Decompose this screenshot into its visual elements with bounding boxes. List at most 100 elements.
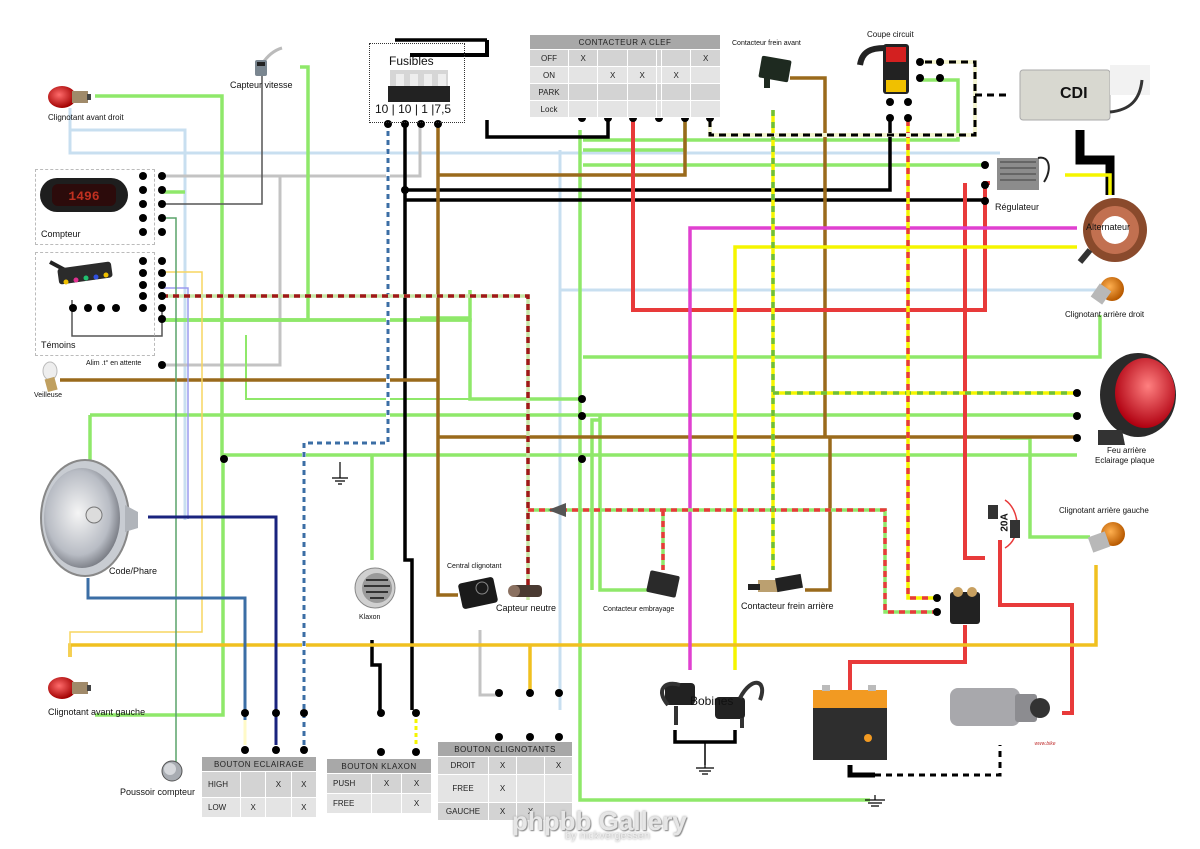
ground-icon [332, 462, 885, 807]
label-clignotant-arriere-gauche: Clignotant arrière gauche [1059, 506, 1149, 515]
label-alternateur: Alternateur [1086, 222, 1131, 232]
label-capteur-vitesse: Capteur vitesse [230, 80, 293, 90]
table-bouton-klaxon: BOUTON KLAXON PUSH X X FREE X [326, 758, 433, 814]
demarreur-icon: www.bike [950, 688, 1056, 747]
label-contacteur-frein-arriere: Contacteur frein arrière [741, 601, 834, 611]
wire-red-yellow-dashed [906, 120, 935, 600]
coupe-circuit-icon [857, 44, 909, 94]
label-fusible-values: 10 | 10 | 1 |7,5 [375, 102, 452, 116]
label-clignotant-avant-droit: Clignotant avant droit [48, 113, 124, 122]
alternateur-icon [1077, 198, 1147, 264]
label-fusible-20a: 20A [999, 513, 1011, 532]
central-clignotant-icon [458, 577, 498, 609]
label-regulateur: Régulateur [995, 202, 1040, 212]
label-veilleuse: Veilleuse [34, 392, 63, 399]
temoins-icon [49, 260, 113, 285]
wire-brown [60, 76, 1077, 597]
clignotant-arriere-droit-icon [1090, 277, 1124, 305]
label-code-phare: Code/Phare [109, 566, 158, 576]
wire-black-dashed [708, 60, 1010, 777]
wire-thin-yellow [69, 271, 203, 657]
table-row: LOW X X [201, 797, 318, 818]
label-feu-arriere: Feu arrière [1107, 446, 1147, 455]
wire-yellow [733, 173, 1112, 670]
watermark-sub: by nickvergessen [565, 830, 650, 842]
table-row: FREE X [326, 793, 433, 814]
table-title: BOUTON ECLAIRAGE [201, 756, 317, 772]
table-title: CONTACTEUR A CLEF [529, 34, 721, 50]
wire-grey [162, 122, 499, 697]
table-row: Lock [529, 100, 721, 118]
wire-blue-dashed [302, 122, 390, 745]
diode-icon [548, 503, 566, 517]
wire-lavender [162, 287, 189, 519]
contacteur-embrayage-icon [646, 570, 680, 598]
wire-yellow-green-dashed [771, 110, 1077, 570]
code-phare-icon [40, 459, 138, 577]
cdi-icon [1019, 65, 1150, 121]
wire-red-green-dashed [162, 294, 935, 614]
label-eclairage-plaque: Eclairage plaque [1095, 456, 1155, 465]
table-row: GAUCHE X X [437, 802, 573, 821]
table-row: HIGH X X [201, 771, 318, 798]
table-title: BOUTON CLIGNOTANTS [437, 741, 573, 757]
clignotant-arriere-gauche-icon [1087, 522, 1125, 553]
label-clignotant-arriere-droit: Clignotant arrière droit [1065, 310, 1145, 319]
compteur-icon: 1496 [40, 178, 128, 212]
wire-steel-blue [86, 578, 247, 745]
table-bouton-clignotants: BOUTON CLIGNOTANTS DROIT X X FREE X GAUC… [437, 741, 573, 821]
table-row: PARK [529, 83, 721, 101]
label-capteur-neutre: Capteur neutre [496, 603, 557, 613]
table-row: ON X X X [529, 66, 721, 84]
wire-red [631, 120, 1074, 715]
label-contacteur-frein-avant: Contacteur frein avant [732, 40, 801, 47]
klaxon-icon [354, 567, 396, 609]
table-row: FREE X [437, 774, 573, 803]
label-coupe-circuit: Coupe circuit [867, 30, 914, 39]
clignotant-avant-droit-icon [48, 86, 91, 108]
label-clignotant-avant-gauche: Clignotant avant gauche [48, 707, 146, 717]
bobines-icon [660, 680, 765, 728]
wire-light-blue [68, 108, 1100, 710]
label-compteur: Compteur [41, 229, 81, 239]
compteur-box [35, 169, 155, 245]
label-central-clignotant: Central clignotant [447, 563, 502, 570]
veilleuse-icon [42, 361, 58, 393]
label-temoins: Témoins [41, 340, 76, 350]
label-bobines: Bobines [690, 694, 734, 708]
label-fusibles: Fusibles [389, 54, 434, 68]
svg-text:1496: 1496 [68, 189, 99, 204]
label-klaxon: Klaxon [359, 614, 381, 621]
table-row: OFF X X [529, 49, 721, 67]
contacteur-frein-avant-icon [758, 55, 792, 88]
label-alim-attente: Alim .t° en attente [86, 360, 142, 367]
wire-dark-green [162, 217, 177, 762]
capteur-neutre-icon [508, 585, 542, 597]
label-cdi: CDI [1060, 85, 1088, 102]
table-bouton-eclairage: BOUTON ECLAIRAGE HIGH X X LOW X X [201, 756, 318, 818]
clignotant-avant-gauche-icon [48, 677, 91, 699]
svg-text:www.bike: www.bike [1034, 741, 1055, 747]
wire-magenta [688, 226, 1077, 670]
label-contacteur-embrayage: Contacteur embrayage [603, 606, 675, 613]
table-row: DROIT X X [437, 756, 573, 775]
wire-navy [148, 515, 278, 745]
label-poussoir-compteur: Poussoir compteur [120, 787, 196, 797]
fuse-box-icon [388, 70, 450, 102]
wire-black [370, 38, 1115, 778]
feu-arriere-icon [1098, 353, 1176, 445]
relais-demarreur-icon [950, 587, 980, 624]
contacteur-frein-arriere-icon [748, 573, 804, 593]
poussoir-compteur-icon [161, 760, 183, 782]
table-row: PUSH X X [326, 773, 433, 794]
regulateur-icon [997, 156, 1050, 190]
batterie-icon [813, 685, 887, 760]
table-title: BOUTON KLAXON [326, 758, 432, 774]
capteur-vitesse-icon [255, 46, 283, 76]
fusible-20a-icon [988, 499, 1020, 549]
fusibles-box [369, 43, 465, 123]
watermark: phpbb Gallery [512, 806, 687, 836]
temoins-box [35, 252, 155, 356]
table-contacteur-clef: CONTACTEUR A CLEF OFF X X ON X X X PARK … [529, 34, 721, 118]
